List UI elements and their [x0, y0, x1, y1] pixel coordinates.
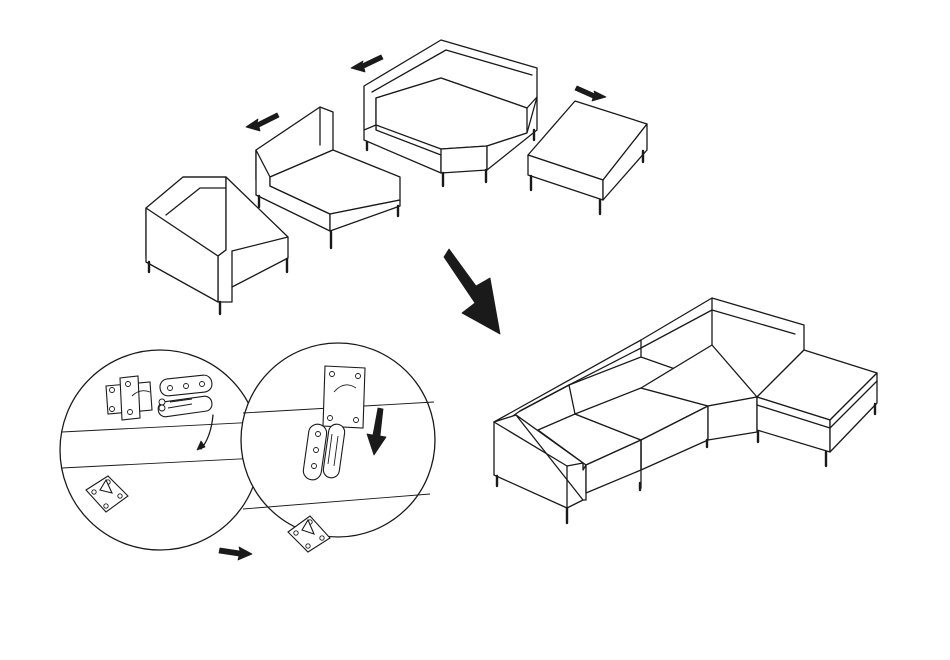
arrow-right-icon [219, 547, 252, 560]
ottoman-module [528, 101, 647, 214]
arrow-down-icon [444, 249, 500, 334]
arrow-left-icon [246, 113, 279, 131]
connector-detail-unlatched [60, 350, 260, 550]
latch-hook [302, 423, 345, 481]
connector-detail-latched [241, 343, 435, 552]
latch-bracket [323, 366, 365, 428]
assembled-sofa [494, 298, 877, 523]
corner-module [364, 40, 537, 186]
arrow-left-icon [351, 55, 383, 72]
arrow-right-icon [575, 86, 606, 101]
